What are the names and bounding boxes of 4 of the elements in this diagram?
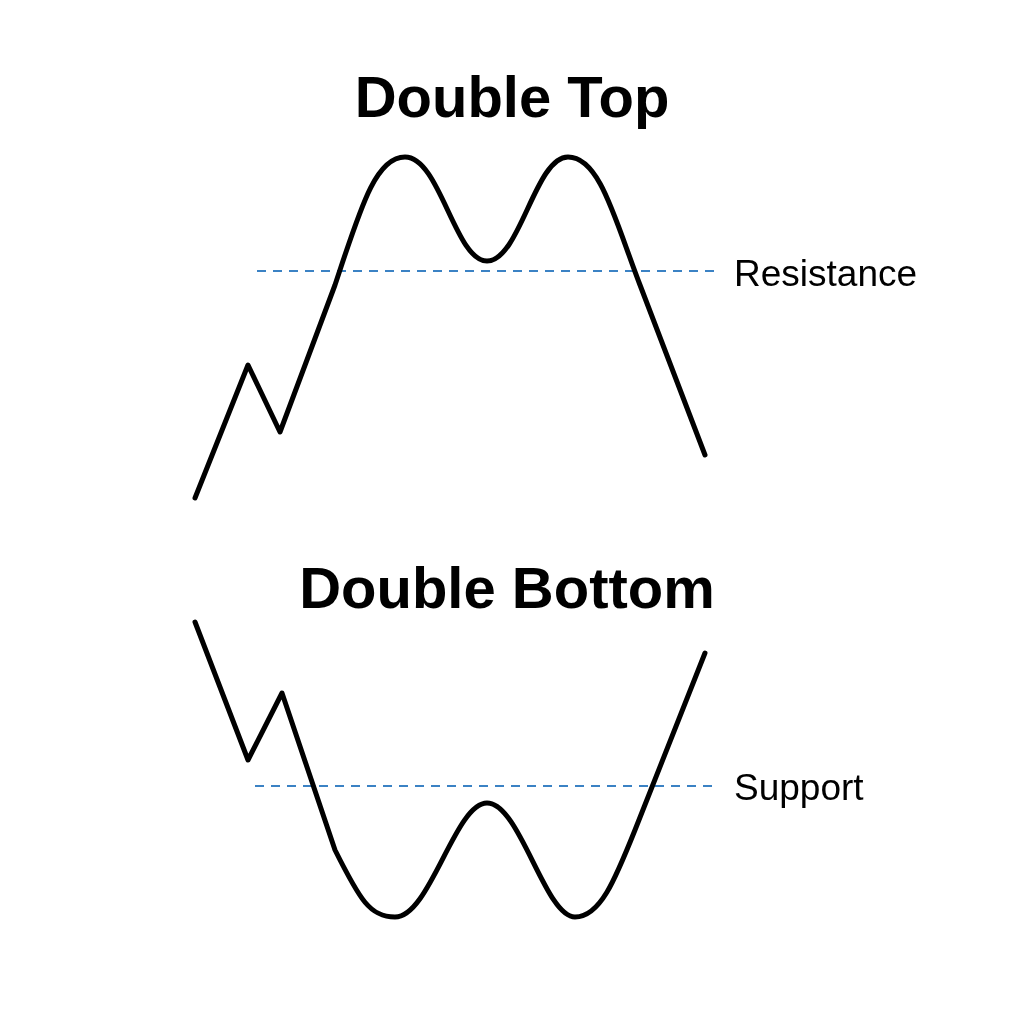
line-label: Support <box>734 766 864 810</box>
heading: Double Top <box>353 63 671 131</box>
line-label: Resistance <box>734 252 918 296</box>
heading: Double Bottom <box>298 554 716 622</box>
